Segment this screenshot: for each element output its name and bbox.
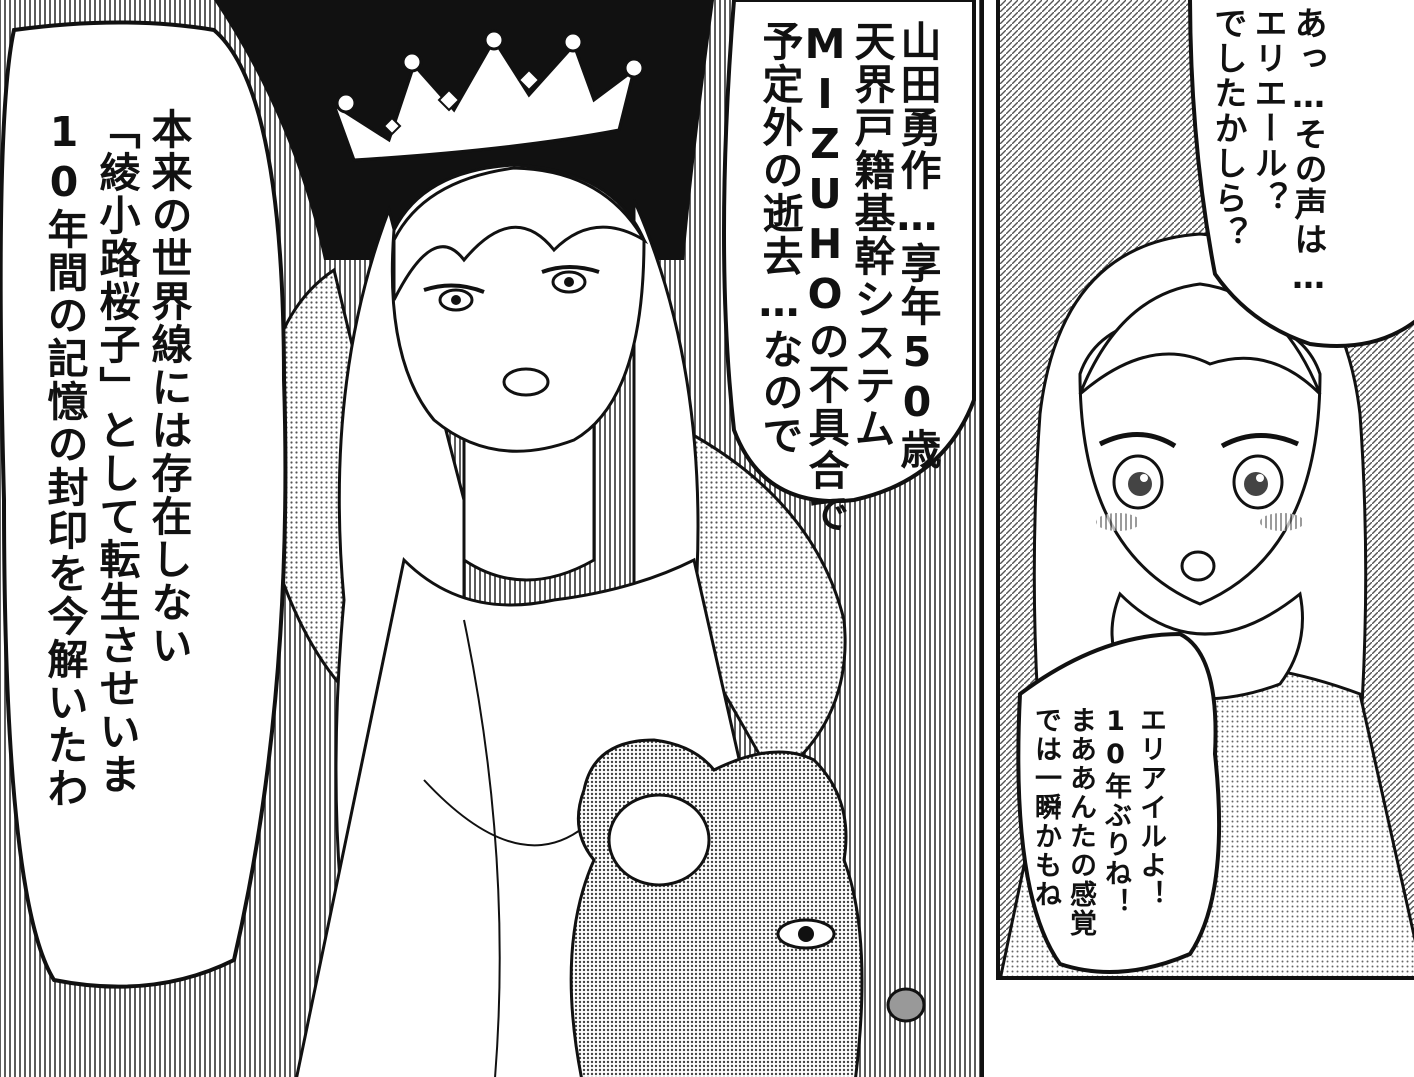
dialogue-girl-bottom: エリアイルよ！ 10年ぶりね！ まああんたの感覚 では一瞬かもね	[1028, 706, 1168, 938]
dialogue-line: エリエール？	[1249, 6, 1288, 216]
dialogue-line: あっ…その声は…	[1289, 6, 1328, 298]
dialogue-line: 10年ぶりね！	[1100, 706, 1131, 917]
dialogue-goddess-center: 山田勇作…享年50歳 天界戸籍基幹システム MIZUHOの不具合で 予定外の逝去…	[755, 20, 941, 535]
dialogue-line: エリアイルよ！	[1135, 706, 1166, 909]
dialogue-line: 山田勇作…享年50歳	[893, 20, 941, 471]
dialogue-line: 「綾小路桜子」として転生させいま	[92, 108, 140, 796]
dialogue-line: 10年間の記憶の封印を今解いたわ	[40, 108, 88, 810]
dialogue-line: MIZUHOの不具合で	[801, 20, 849, 535]
panel-goddess-art	[0, 0, 980, 1077]
panel-goddess	[0, 0, 984, 1077]
dialogue-line: 予定外の逝去…なので	[755, 20, 803, 457]
dialogue-line: まああんたの感覚	[1065, 706, 1096, 938]
panel-girl	[996, 0, 1414, 980]
dialogue-goddess-left: 本来の世界線には存在しない 「綾小路桜子」として転生させいま 10年間の記憶の封…	[38, 108, 194, 810]
dialogue-line: でしたかしら？	[1209, 6, 1248, 251]
panel-girl-art	[1000, 0, 1414, 976]
dialogue-line: 本来の世界線には存在しない	[144, 108, 192, 667]
dialogue-line: では一瞬かもね	[1030, 706, 1061, 909]
dialogue-girl-top: あっ…その声は… エリエール？ でしたかしら？	[1208, 6, 1328, 306]
dialogue-line: 天界戸籍基幹システム	[847, 20, 895, 450]
